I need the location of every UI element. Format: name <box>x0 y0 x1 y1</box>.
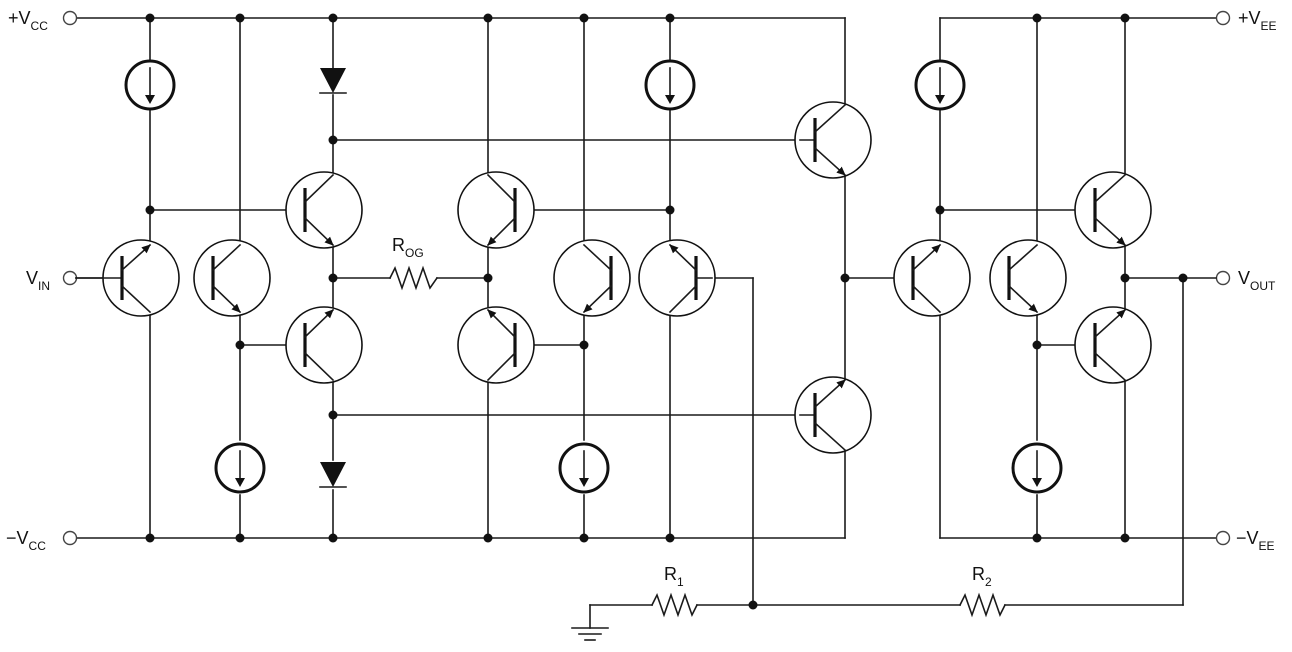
vcc-neg-label: −V <box>6 528 29 548</box>
vout-sub: OUT <box>1250 279 1276 293</box>
svg-text:−VCC: −VCC <box>6 528 46 553</box>
svg-text:ROG: ROG <box>392 235 424 260</box>
vee-pos-sub: EE <box>1261 19 1277 33</box>
resistor-r2: R2 <box>958 564 1007 618</box>
current-source-4 <box>644 59 696 111</box>
terminal-circle <box>62 530 78 546</box>
svg-text:R1: R1 <box>664 564 684 589</box>
terminal-vee-pos: +VEE <box>1215 8 1277 33</box>
transistor-q14 <box>1074 306 1152 384</box>
terminal-circle <box>1215 10 1231 26</box>
terminal-circle <box>1215 270 1231 286</box>
vcc-pos-sub: CC <box>31 19 49 33</box>
resistor-r1: R1 <box>650 564 699 618</box>
svg-text:+VCC: +VCC <box>8 8 48 33</box>
vcc-neg-sub: CC <box>29 539 47 553</box>
transistor-q9 <box>794 101 872 179</box>
supply-rails <box>76 17 1217 539</box>
r1-sub: 1 <box>677 575 684 589</box>
wires-input-stage <box>75 17 801 539</box>
transistor-q12 <box>989 239 1067 317</box>
current-source-3 <box>558 442 610 494</box>
transistor-q4 <box>285 306 363 384</box>
transistor-q7 <box>553 239 631 317</box>
terminal-vcc-pos: +VCC <box>8 8 78 33</box>
r2-sub: 2 <box>985 575 992 589</box>
transistor-q1 <box>75 239 180 317</box>
svg-text:VIN: VIN <box>26 268 50 293</box>
vin-label: V <box>26 268 38 288</box>
current-source-5 <box>914 59 966 111</box>
terminal-vcc-neg: −VCC <box>6 528 78 553</box>
vee-neg-sub: EE <box>1259 539 1275 553</box>
vout-label: V <box>1238 268 1250 288</box>
vin-sub: IN <box>38 279 50 293</box>
terminal-circle <box>1215 530 1231 546</box>
svg-text:R2: R2 <box>972 564 992 589</box>
terminal-circle <box>62 10 78 26</box>
junction-dots <box>145 13 1188 610</box>
svg-text:VOUT: VOUT <box>1238 268 1276 293</box>
terminal-circle <box>62 270 78 286</box>
resistor-rog: ROG <box>388 235 439 291</box>
transistor-q8 <box>638 239 716 317</box>
feedback-network <box>571 604 1184 641</box>
transistor-q11 <box>893 239 971 317</box>
current-source-2 <box>214 442 266 494</box>
diode-lower <box>319 462 347 488</box>
terminal-vout: VOUT <box>1215 268 1276 293</box>
vee-pos-label: +V <box>1238 8 1261 28</box>
transistor-q2 <box>193 239 271 317</box>
rog-label: R <box>392 235 405 255</box>
transistor-q6 <box>457 306 535 384</box>
transistor-q13 <box>1074 171 1152 249</box>
transistor-q3 <box>285 171 363 249</box>
vcc-pos-label: +V <box>8 8 31 28</box>
svg-text:+VEE: +VEE <box>1238 8 1277 33</box>
current-source-6 <box>1011 442 1063 494</box>
svg-text:−VEE: −VEE <box>1236 528 1275 553</box>
terminal-vin: VIN <box>26 268 78 293</box>
rog-sub: OG <box>405 246 424 260</box>
wires-output-stage <box>939 17 1217 606</box>
current-source-1 <box>124 59 176 111</box>
terminal-vee-neg: −VEE <box>1215 528 1275 553</box>
transistor-q10 <box>794 376 872 454</box>
diode-upper <box>319 68 347 94</box>
transistor-q5 <box>457 171 535 249</box>
r2-label: R <box>972 564 985 584</box>
r1-label: R <box>664 564 677 584</box>
vee-neg-label: −V <box>1236 528 1259 548</box>
